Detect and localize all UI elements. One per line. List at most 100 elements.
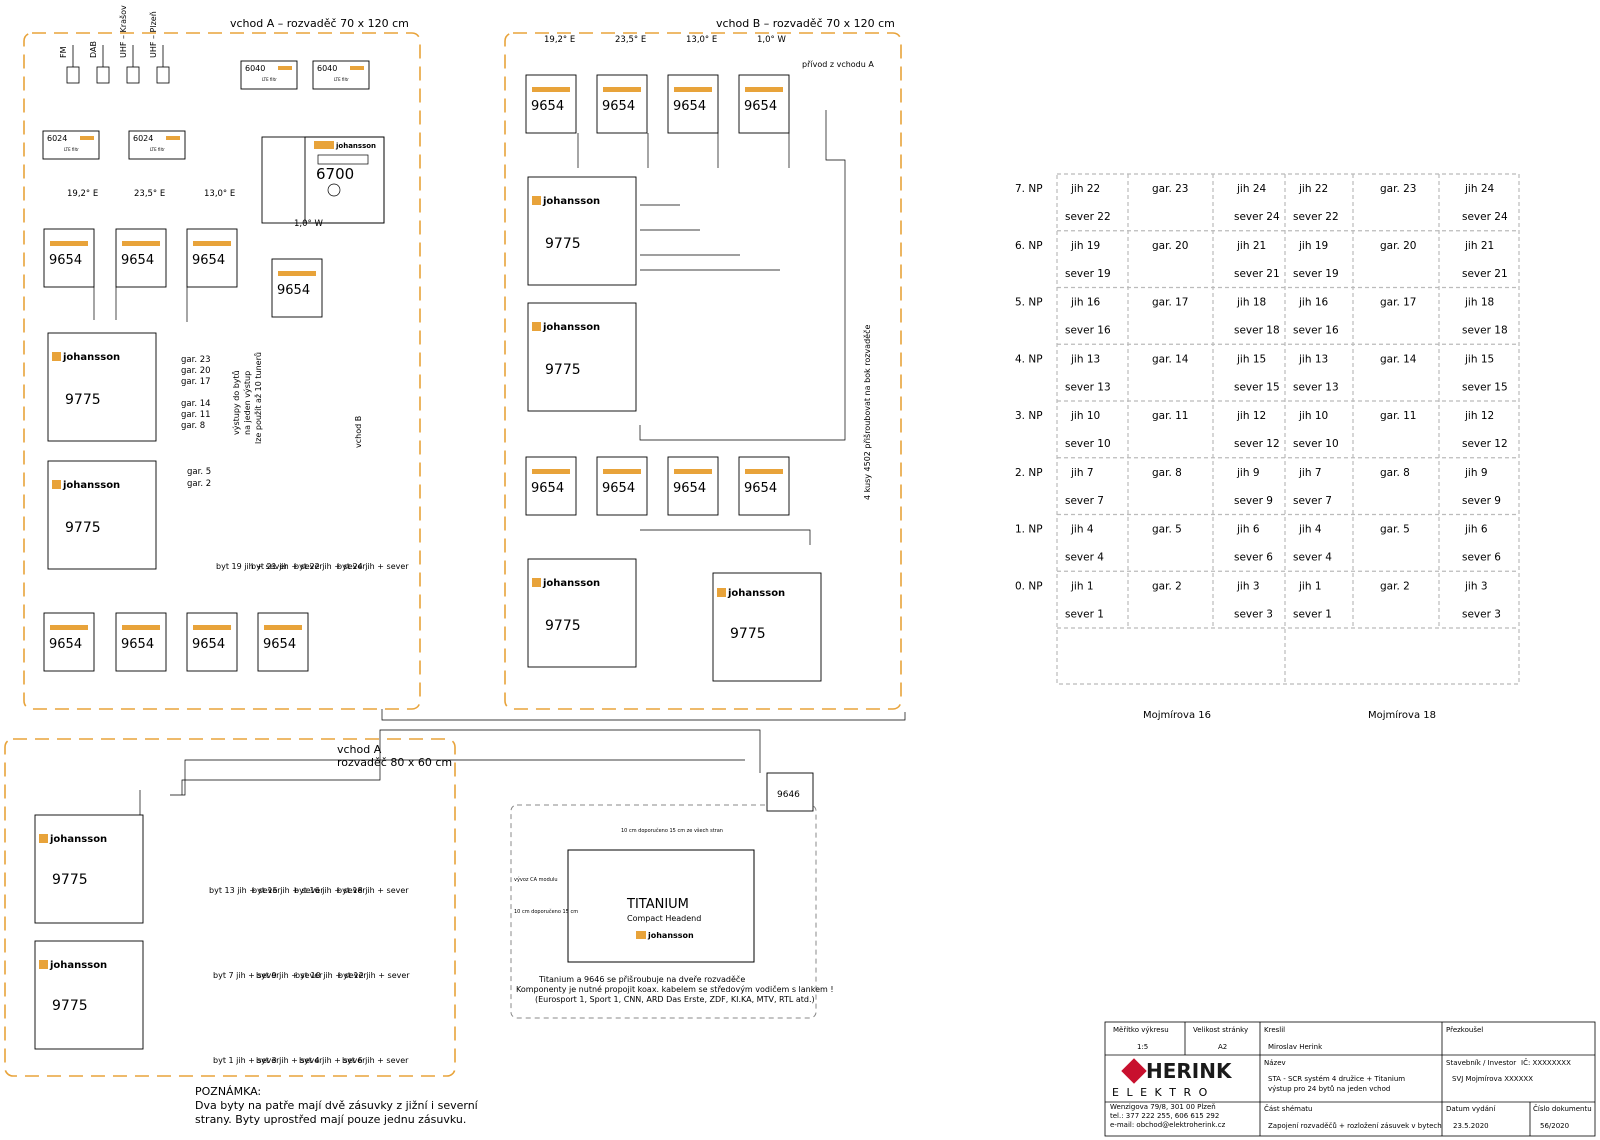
cell-jih-left: jih 7 (1070, 467, 1094, 479)
herink-logo-sub: E L E K T R O (1112, 1086, 1209, 1099)
cell-jih-left: jih 19 (1298, 240, 1328, 252)
cell-jih-left: jih 4 (1298, 524, 1322, 536)
cell-jih-right: jih 12 (1464, 410, 1494, 422)
cell-jih-right: jih 15 (1236, 353, 1266, 365)
brand-text: johansson (542, 196, 600, 207)
antenna-a-3: UHF – Plzeň (148, 11, 170, 84)
byt-label: byt 15 jih + sever (252, 886, 324, 895)
byt-label: byt 16 jih + sever (294, 886, 366, 895)
cell-jih-right: jih 24 (1236, 183, 1267, 195)
mux-b1: johansson 9775 (527, 176, 637, 286)
brand-text: johansson (335, 142, 376, 150)
brand-logo-icon (314, 141, 334, 149)
cell-sever-left: sever 19 (1293, 268, 1339, 280)
titanium-door-outline (510, 804, 817, 1019)
cable (640, 529, 811, 545)
cell-jih-right: jih 9 (1236, 467, 1260, 479)
switch-model: 9654 (49, 637, 82, 652)
mux-model: 9775 (52, 872, 88, 888)
note-line: strany. Byty uprostřed mají pouze jednu … (195, 1113, 466, 1126)
output-label: gar. 5 (187, 467, 211, 477)
cell-gar: gar. 2 (1380, 580, 1410, 592)
cell-sever-right: sever 18 (1462, 325, 1508, 337)
byt-label: byt 12 jih + sever (338, 971, 410, 980)
panel-a-top-outline (23, 32, 421, 710)
switch-model: 9654 (531, 481, 564, 496)
cell-sever-left: sever 22 (1293, 211, 1339, 223)
byt-label: byt 22 jih + sever (294, 562, 366, 571)
switch-model: 9654 (192, 637, 225, 652)
cell-jih-left: jih 1 (1298, 580, 1322, 592)
tb-size-v: A2 (1218, 1043, 1227, 1051)
note-bottom: POZNÁMKA: Dva byty na patře mají dvě zás… (195, 1085, 479, 1126)
distance-left: 10 cm doporučeno 15 cm (514, 908, 578, 915)
switch-model: 9654 (602, 99, 635, 114)
antenna-a-0: FM (59, 45, 80, 84)
titanium-note-line: Komponenty je nutné propojit koax. kabel… (516, 984, 834, 994)
switch-b8: 9654 (738, 456, 790, 516)
switch-b5: 9654 (525, 456, 577, 516)
switch-a8: 9654 (257, 612, 309, 672)
cell-gar: gar. 8 (1380, 467, 1410, 479)
tb-investor-v: SVJ Mojmírova XXXXXX (1452, 1075, 1533, 1083)
cell-gar: gar. 5 (1152, 524, 1182, 536)
switch-model: 9654 (673, 99, 706, 114)
cell-sever-right: sever 15 (1234, 381, 1280, 393)
antenna-a-1: DAB (89, 41, 110, 84)
cell-jih-left: jih 7 (1298, 467, 1322, 479)
output-label: gar. 14 (181, 399, 211, 409)
switch-a3: 9654 (186, 228, 238, 288)
byt-label: byt 19 jih + sever (216, 562, 288, 571)
cell-sever-left: sever 1 (1065, 608, 1104, 620)
switch-b7: 9654 (667, 456, 719, 516)
panel-a-top-title: vchod A – rozvaděč 70 x 120 cm (230, 17, 409, 30)
cell-sever-right: sever 6 (1234, 552, 1273, 564)
cell-jih-right: jih 12 (1236, 410, 1266, 422)
switch-model: 9654 (744, 99, 777, 114)
byt-label: byt 1 jih + sever (213, 1056, 280, 1065)
brand-mark (278, 66, 292, 70)
titanium-name: TITANIUM (626, 897, 689, 912)
brand-text: johansson (647, 931, 694, 940)
cell-gar: gar. 17 (1152, 297, 1189, 309)
brand-text: johansson (542, 578, 600, 589)
cell-jih-left: jih 10 (1070, 410, 1100, 422)
floor-label: 6. NP (1015, 240, 1043, 252)
switch-a2: 9654 (115, 228, 167, 288)
headend-6700: johansson 6700 (261, 136, 385, 224)
panel-a-bottom-title-2: rozvaděč 80 x 60 cm (337, 756, 452, 769)
switch-model: 9654 (277, 283, 310, 298)
mux-model: 9775 (545, 236, 581, 252)
cell-jih-left: jih 22 (1298, 183, 1328, 195)
herink-logo: HERINK E L E K T R O (1112, 1058, 1233, 1099)
tb-drawn-v: Miroslav Herink (1268, 1043, 1323, 1051)
switch-b4: 9654 (738, 74, 790, 134)
titanium-box: TITANIUM Compact Headend johansson 10 cm… (514, 827, 755, 963)
sat-label-b-1: 23,5° E (615, 35, 646, 45)
tb-name-v1: STA - SCR systém 4 družice + Titanium (1268, 1075, 1405, 1083)
cell-jih-right: jih 3 (1464, 580, 1488, 592)
filter-lte: LTE filtr (150, 147, 165, 152)
cell-gar: gar. 14 (1380, 353, 1417, 365)
sat-label-a-1: 23,5° E (134, 189, 165, 199)
antenna-label: UHF – Plzeň (148, 11, 158, 58)
tb-name-h: Název (1264, 1059, 1286, 1067)
cable (577, 133, 790, 168)
cell-jih-right: jih 24 (1464, 183, 1495, 195)
switch-a1: 9654 (43, 228, 95, 288)
brand-text: johansson (62, 352, 120, 363)
brand-logo-icon (636, 931, 646, 939)
note-line: na jeden výstup (243, 371, 252, 435)
tb-size-h: Velikost stránky (1193, 1026, 1248, 1034)
switch-model: 9654 (531, 99, 564, 114)
filter-6024-1: 6024 LTE filtr (42, 130, 100, 160)
switch-a7: 9654 (186, 612, 238, 672)
cable (93, 287, 188, 322)
switch-a5: 9654 (43, 612, 95, 672)
output-label: gar. 8 (181, 421, 205, 431)
brand-text: johansson (542, 322, 600, 333)
cell-gar: gar. 20 (1152, 240, 1189, 252)
cell-sever-left: sever 7 (1293, 495, 1332, 507)
